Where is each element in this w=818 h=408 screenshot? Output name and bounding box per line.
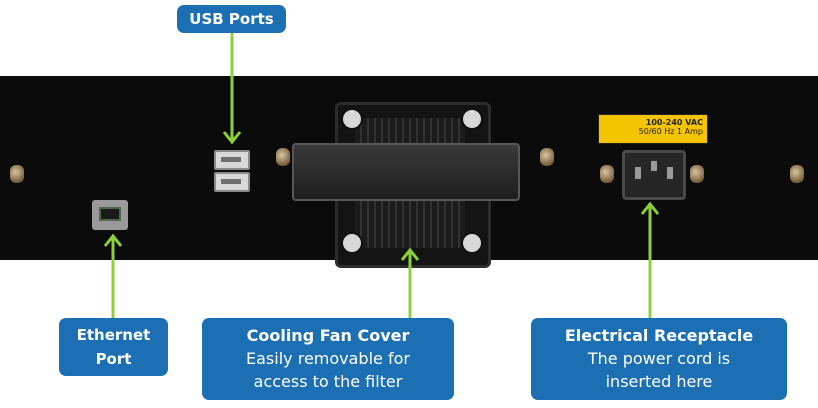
cooling-fan-callout: Cooling Fan Cover Easily removable for a… xyxy=(202,318,454,400)
fan-screw-hole-tl xyxy=(341,108,363,130)
cooling-fan-title: Cooling Fan Cover xyxy=(246,326,410,345)
warning-line1: 100-240 VAC xyxy=(645,118,703,127)
left-screw xyxy=(10,165,24,183)
usb-arrow-icon xyxy=(222,131,242,145)
electrical-title: Electrical Receptacle xyxy=(564,326,754,345)
usb-ports-title: USB Ports xyxy=(189,10,274,28)
fan-cover-handle xyxy=(292,143,520,201)
receptacle-screw-right xyxy=(690,165,704,183)
electrical-line2: inserted here xyxy=(605,372,713,391)
fan-screw-hole-br xyxy=(461,232,483,254)
receptacle-pin-ground xyxy=(651,161,657,171)
usb-port-bottom xyxy=(214,172,250,192)
usb-port-top xyxy=(214,150,250,170)
voltage-warning-label: 100-240 VAC 50/60 Hz 1 Amp xyxy=(598,114,708,144)
ethernet-line2: Port xyxy=(95,350,132,368)
ethernet-arrow-icon xyxy=(103,233,123,247)
power-receptacle xyxy=(622,150,686,200)
cooling-fan-line2: access to the filter xyxy=(253,372,403,391)
receptacle-pin-left xyxy=(635,167,641,179)
fan-grille-top xyxy=(355,118,465,146)
electrical-receptacle-callout: Electrical Receptacle The power cord is … xyxy=(531,318,787,400)
ethernet-port-callout: Ethernet Port xyxy=(59,318,168,376)
right-screw xyxy=(790,165,804,183)
warning-line2: 50/60 Hz 1 Amp xyxy=(638,127,703,136)
handle-screw-right xyxy=(540,148,554,166)
ethernet-line1: Ethernet xyxy=(76,326,151,344)
electrical-line1: The power cord is xyxy=(587,349,731,368)
fan-screw-hole-bl xyxy=(341,232,363,254)
electrical-arrow-icon xyxy=(640,201,660,215)
receptacle-screw-left xyxy=(600,165,614,183)
fan-grille-bottom xyxy=(355,200,465,248)
ethernet-port xyxy=(92,200,128,230)
fan-screw-hole-tr xyxy=(461,108,483,130)
handle-screw-left xyxy=(276,148,290,166)
fan-arrow-icon xyxy=(400,247,420,261)
receptacle-pin-right xyxy=(667,167,673,179)
cooling-fan-line1: Easily removable for xyxy=(246,349,410,368)
usb-ports-callout: USB Ports xyxy=(177,5,286,33)
